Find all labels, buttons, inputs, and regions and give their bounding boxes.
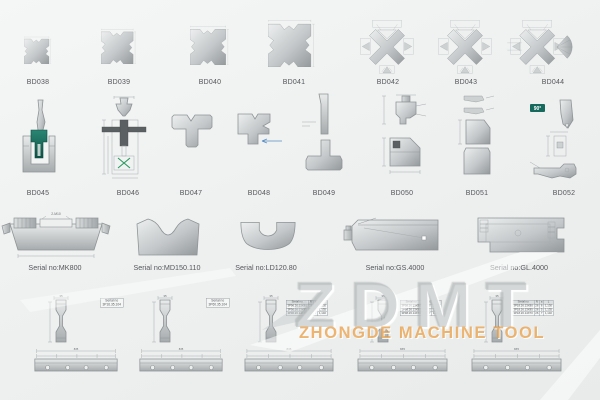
die-bd048-figure bbox=[237, 113, 282, 145]
clamp-bar-figure-4 bbox=[357, 347, 448, 372]
pin-figure-2 bbox=[152, 294, 173, 343]
serial-box-1-title: Serial no bbox=[105, 299, 119, 303]
die-bd044-figure bbox=[507, 19, 573, 75]
die-bd039-figure bbox=[101, 28, 137, 64]
die-mk800-figure: 2-M10 bbox=[1, 212, 111, 258]
die-bd052-figure: 90° bbox=[529, 99, 577, 179]
label-mk800: Serial no:MK800 bbox=[28, 263, 82, 272]
serial-box-1: Serial no 3P16.35.104 bbox=[100, 298, 124, 308]
die-gs4000-figure bbox=[343, 217, 439, 251]
pin-figure-1 bbox=[48, 294, 69, 343]
pin-figure-3 bbox=[258, 294, 279, 343]
clamp-bar-figure-5 bbox=[471, 347, 562, 372]
label-bd039: BD039 bbox=[107, 79, 131, 86]
label-ld120: Serial no:LD120.80 bbox=[235, 263, 297, 272]
die-bd045-figure bbox=[22, 99, 56, 173]
label-bd043: BD043 bbox=[454, 79, 478, 86]
serial-box-1-code: 3P16.35.104 bbox=[102, 302, 121, 307]
die-md150-figure bbox=[136, 218, 200, 256]
serial-box-2-title: Serial no bbox=[211, 299, 225, 303]
label-bd044: BD044 bbox=[541, 79, 565, 86]
die-bd040-figure bbox=[190, 25, 230, 65]
die-bd051-figure bbox=[458, 95, 495, 175]
badge-90deg-text: 90° bbox=[534, 106, 542, 112]
label-gl4000: Serial no:GL.4000 bbox=[490, 263, 548, 272]
clamp-bar-figure-2 bbox=[139, 347, 223, 372]
label-bd045: BD045 bbox=[26, 190, 50, 197]
mk800-note: 2-M10 bbox=[51, 212, 61, 216]
die-gl4000-figure bbox=[477, 217, 565, 253]
die-bd050-figure bbox=[382, 94, 427, 174]
label-md150: Serial no:MD150.110 bbox=[133, 263, 201, 272]
label-bd040: BD040 bbox=[198, 79, 222, 86]
label-bd042: BD042 bbox=[376, 79, 400, 86]
die-ld120-figure bbox=[240, 222, 296, 250]
die-bd042-figure bbox=[359, 19, 415, 75]
label-bd049: BD049 bbox=[312, 190, 336, 197]
badge-90deg bbox=[530, 104, 545, 112]
clamp-bar-figure-3 bbox=[244, 347, 334, 372]
label-bd047: BD047 bbox=[179, 190, 203, 197]
blue-bend-arrow bbox=[261, 138, 282, 144]
die-bd038-figure bbox=[24, 36, 52, 64]
die-bd046-figure bbox=[101, 96, 147, 179]
label-bd050: BD050 bbox=[390, 190, 414, 197]
label-bd038: BD038 bbox=[26, 79, 50, 86]
label-bd052: BD052 bbox=[552, 190, 576, 197]
label-bd051: BD051 bbox=[465, 190, 489, 197]
label-bd046: BD046 bbox=[116, 190, 140, 197]
die-bd043-figure bbox=[437, 19, 493, 75]
clamp-bar-figure-1 bbox=[34, 347, 118, 372]
die-bd047-figure bbox=[171, 114, 213, 148]
label-gs4000: Serial no:GS.4000 bbox=[365, 263, 425, 272]
serial-box-2: Serial no 3P60.35.104 bbox=[206, 298, 230, 308]
label-bd041: BD041 bbox=[282, 79, 306, 86]
die-bd049-figure bbox=[302, 93, 343, 171]
green-cross-mark bbox=[117, 157, 131, 169]
pin-figure-5 bbox=[484, 294, 505, 343]
serial-box-2-code: 3P60.35.104 bbox=[208, 302, 227, 307]
pin-figure-4 bbox=[370, 294, 391, 343]
label-bd048: BD048 bbox=[247, 190, 271, 197]
die-bd041-figure bbox=[268, 19, 315, 67]
